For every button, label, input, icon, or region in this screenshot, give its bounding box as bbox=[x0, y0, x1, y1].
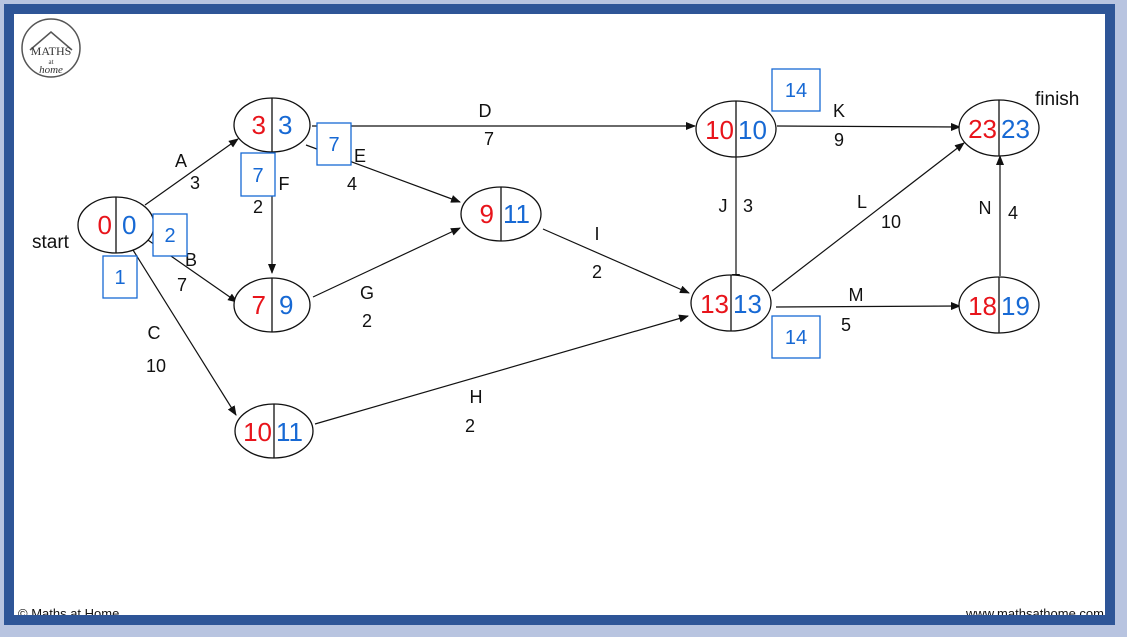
node-7: 13 13 bbox=[690, 274, 772, 332]
logo-line2: at bbox=[48, 58, 53, 66]
activity-m-duration: 5 bbox=[841, 315, 851, 335]
node-3: 7 9 bbox=[233, 277, 311, 333]
activity-g-duration: 2 bbox=[362, 311, 372, 331]
float-box-4: 7 bbox=[240, 152, 276, 197]
svg-text:7: 7 bbox=[328, 134, 339, 156]
activity-k-name: K bbox=[833, 101, 845, 121]
activity-f-name: F bbox=[279, 174, 290, 194]
diagram-frame: MATHS at home A 3 B 7 C 10 D 7 E 4 F 2 G… bbox=[4, 4, 1115, 625]
logo-line1: MATHS bbox=[31, 44, 72, 58]
activity-e-name: E bbox=[354, 146, 366, 166]
activity-g-name: G bbox=[360, 283, 374, 303]
node-4-late: 11 bbox=[276, 417, 303, 447]
activity-j-name: J bbox=[719, 196, 728, 216]
node-1-early: 0 bbox=[98, 210, 112, 240]
node-3-early: 7 bbox=[252, 290, 266, 320]
activity-i-duration: 2 bbox=[592, 262, 602, 282]
activity-b-name: B bbox=[185, 250, 197, 270]
node-6: 10 10 bbox=[695, 100, 777, 158]
edge-m bbox=[775, 302, 961, 311]
node-3-late: 9 bbox=[279, 290, 293, 320]
node-5-late: 11 bbox=[503, 199, 530, 229]
node-9: 18 19 bbox=[958, 276, 1040, 334]
start-label: start bbox=[32, 232, 70, 253]
float-box-5: 14 bbox=[771, 68, 821, 112]
edge-k bbox=[776, 122, 961, 131]
activity-k-duration: 9 bbox=[834, 130, 844, 150]
node-5-early: 9 bbox=[480, 199, 494, 229]
node-2-early: 3 bbox=[252, 110, 266, 140]
node-2: 3 3 bbox=[233, 97, 311, 153]
edge-a bbox=[144, 138, 239, 206]
float-box-6: 14 bbox=[771, 315, 821, 359]
edge-i bbox=[542, 228, 690, 294]
node-1-late: 0 bbox=[122, 210, 136, 240]
copyright-text: © Maths at Home bbox=[18, 606, 119, 615]
website-text: www.mathsathome.com bbox=[965, 606, 1104, 615]
activity-c-duration: 10 bbox=[146, 356, 166, 376]
node-7-late: 13 bbox=[733, 289, 762, 319]
node-9-late: 19 bbox=[1001, 291, 1030, 321]
node-7-early: 13 bbox=[700, 289, 729, 319]
activity-d-duration: 7 bbox=[484, 129, 494, 149]
activity-i-name: I bbox=[594, 224, 599, 244]
maths-at-home-logo: MATHS at home bbox=[21, 18, 81, 78]
float-box-1: 1 bbox=[102, 255, 138, 299]
activity-b-duration: 7 bbox=[177, 275, 187, 295]
activity-d-name: D bbox=[479, 101, 492, 121]
activity-l-name: L bbox=[857, 192, 867, 212]
activity-h-duration: 2 bbox=[465, 416, 475, 436]
svg-text:14: 14 bbox=[785, 80, 807, 102]
activity-m-name: M bbox=[849, 285, 864, 305]
node-6-early: 10 bbox=[705, 115, 734, 145]
activity-c-name: C bbox=[148, 323, 161, 343]
edge-c bbox=[132, 249, 237, 416]
node-8-early: 23 bbox=[968, 114, 997, 144]
activity-n-duration: 4 bbox=[1008, 203, 1018, 223]
node-9-early: 18 bbox=[968, 291, 997, 321]
svg-text:1: 1 bbox=[114, 267, 125, 289]
svg-text:7: 7 bbox=[252, 165, 263, 187]
activity-l-duration: 10 bbox=[881, 212, 901, 232]
activity-network: MATHS at home A 3 B 7 C 10 D 7 E 4 F 2 G… bbox=[18, 18, 1104, 615]
diagram-canvas: MATHS at home A 3 B 7 C 10 D 7 E 4 F 2 G… bbox=[14, 14, 1105, 615]
activity-j-duration: 3 bbox=[743, 196, 753, 216]
activity-f-duration: 2 bbox=[253, 197, 263, 217]
float-box-3: 7 bbox=[316, 122, 352, 166]
activity-labels: A 3 B 7 C 10 D 7 E 4 F 2 G 2 H 2 I 2 J 3… bbox=[146, 101, 1018, 436]
svg-text:2: 2 bbox=[164, 225, 175, 247]
edge-l bbox=[771, 142, 965, 292]
node-5: 9 11 bbox=[460, 186, 542, 242]
edges bbox=[132, 122, 1004, 425]
activity-n-name: N bbox=[979, 198, 992, 218]
float-box-2: 2 bbox=[152, 213, 188, 257]
float-boxes: 1 2 7 7 14 14 bbox=[102, 68, 821, 359]
node-8: 23 23 bbox=[958, 99, 1040, 157]
finish-label: finish bbox=[1035, 89, 1079, 110]
node-1: 0 0 bbox=[77, 196, 155, 254]
node-6-late: 10 bbox=[738, 115, 767, 145]
node-2-late: 3 bbox=[278, 110, 292, 140]
edge-g bbox=[312, 227, 461, 298]
activity-h-name: H bbox=[470, 387, 483, 407]
node-4: 10 11 bbox=[234, 403, 314, 459]
activity-a-name: A bbox=[175, 151, 187, 171]
logo-line3: home bbox=[39, 64, 63, 76]
node-4-early: 10 bbox=[243, 417, 272, 447]
svg-text:14: 14 bbox=[785, 327, 807, 349]
node-8-late: 23 bbox=[1001, 114, 1030, 144]
edge-h bbox=[314, 314, 689, 425]
activity-a-duration: 3 bbox=[190, 173, 200, 193]
activity-e-duration: 4 bbox=[347, 174, 357, 194]
